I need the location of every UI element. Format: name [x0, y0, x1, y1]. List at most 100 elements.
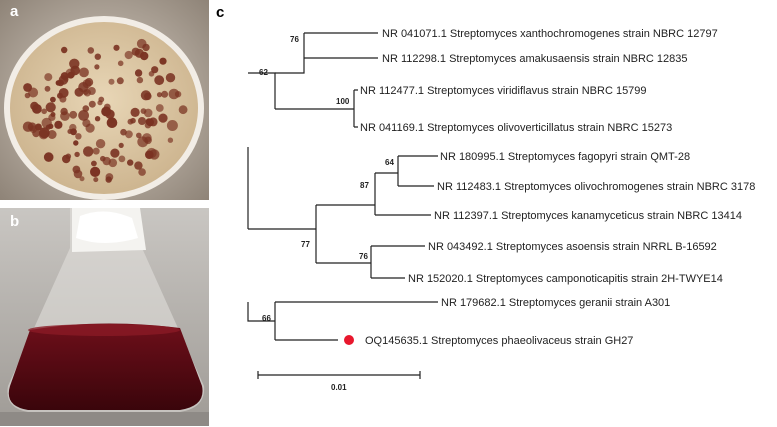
taxon-label: NR 041169.1 Streptomyces olivoverticilla…: [360, 122, 672, 134]
colony: [136, 76, 144, 84]
colony: [23, 83, 32, 92]
colony: [134, 69, 143, 77]
colony: [145, 118, 153, 126]
colony: [116, 77, 124, 85]
colony: [140, 90, 151, 101]
colony: [155, 104, 164, 112]
bootstrap-value: 64: [385, 158, 394, 167]
colony: [108, 78, 115, 85]
colony: [43, 152, 54, 162]
colony: [156, 92, 163, 98]
taxon-label: NR 043492.1 Streptomyces asoensis strain…: [428, 241, 717, 253]
bootstrap-value: 100: [336, 97, 350, 106]
colony: [85, 123, 95, 133]
colony: [74, 151, 80, 158]
colony: [161, 90, 169, 98]
colony: [142, 133, 152, 143]
colony: [60, 111, 70, 121]
colony: [54, 120, 63, 129]
colony: [118, 155, 126, 163]
query-strain-marker: [344, 335, 354, 345]
colony: [100, 155, 106, 162]
colony: [94, 64, 100, 70]
flask-photo: [0, 208, 209, 426]
colony: [124, 50, 133, 60]
colony: [92, 147, 100, 155]
colony: [69, 110, 78, 119]
colony: [44, 85, 51, 92]
colony: [140, 108, 147, 114]
colony: [154, 75, 165, 86]
colony: [118, 142, 124, 148]
colony: [70, 128, 77, 136]
colony: [78, 110, 89, 121]
colony: [60, 46, 68, 54]
colony: [134, 161, 143, 170]
colony: [158, 113, 168, 123]
colony: [151, 66, 159, 74]
taxon-label: NR 112298.1 Streptomyces amakusaensis st…: [382, 53, 688, 65]
colony: [48, 113, 56, 121]
colony: [58, 88, 69, 98]
colony: [138, 117, 146, 125]
scale-bar-label: 0.01: [331, 383, 347, 392]
colony: [24, 92, 31, 99]
colony: [105, 176, 112, 183]
taxon-label: NR 112483.1 Streptomyces olivochromogene…: [437, 181, 755, 193]
bootstrap-value: 76: [290, 35, 299, 44]
colony: [108, 158, 118, 168]
colony: [75, 133, 82, 140]
panel-label-b: b: [10, 213, 20, 230]
colony: [41, 108, 47, 115]
colony: [47, 130, 57, 139]
taxon-label: NR 112397.1 Streptomyces kanamyceticus s…: [434, 210, 742, 222]
colony: [29, 125, 38, 133]
colony: [65, 68, 76, 79]
colony: [120, 128, 127, 136]
petri-dish-illustration: [0, 0, 209, 200]
taxon-labels: NR 041071.1 Streptomyces xanthochromogen…: [360, 28, 755, 347]
colony: [91, 160, 97, 167]
bootstrap-value: 66: [262, 314, 271, 323]
colony: [50, 96, 56, 103]
colony: [178, 105, 188, 115]
taxon-label: NR 112477.1 Streptomyces viridiflavus st…: [360, 85, 647, 97]
colony: [61, 154, 71, 164]
colony: [30, 101, 39, 111]
colony: [159, 57, 167, 65]
taxon-label: OQ145635.1 Streptomyces phaeolivaceus st…: [365, 335, 633, 347]
colony: [45, 124, 52, 130]
colony: [103, 103, 111, 111]
colony: [127, 159, 134, 166]
colony: [145, 150, 154, 159]
colony: [110, 148, 120, 158]
bootstrap-values: 76 62 100 64 87 77 76 66: [259, 35, 394, 323]
colony: [105, 109, 115, 119]
colony: [136, 132, 142, 139]
taxon-label: NR 179682.1 Streptomyces geranii strain …: [441, 297, 670, 309]
taxon-label: NR 152020.1 Streptomyces camponoticapiti…: [408, 273, 723, 285]
taxon-label: NR 041071.1 Streptomyces xanthochromogen…: [382, 28, 718, 40]
flask-illustration: [0, 208, 209, 426]
colony: [44, 73, 53, 82]
colony: [130, 107, 140, 117]
colony: [93, 177, 99, 183]
colony: [90, 166, 101, 177]
colony: [95, 139, 106, 149]
colony: [124, 130, 133, 139]
colony: [174, 91, 182, 98]
colony: [38, 129, 49, 140]
colony: [88, 100, 96, 108]
taxon-label: NR 180995.1 Streptomyces fagopyri strain…: [440, 151, 690, 163]
tree-branches: [247, 32, 438, 379]
colony: [117, 60, 124, 67]
colony: [55, 80, 62, 86]
colony: [142, 43, 150, 52]
petri-dish-photo: [0, 0, 209, 200]
colony: [87, 47, 95, 54]
colony: [79, 176, 85, 182]
bootstrap-value: 76: [359, 252, 368, 261]
colony: [45, 102, 56, 113]
bootstrap-value: 77: [301, 240, 310, 249]
